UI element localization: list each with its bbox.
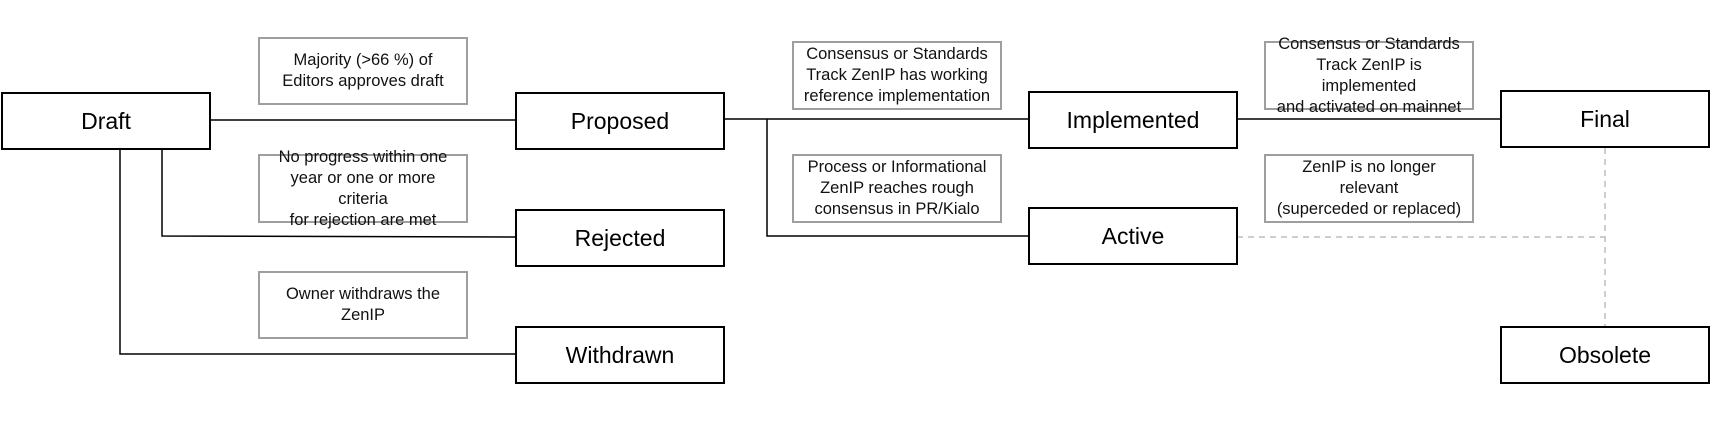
note-line: ZenIP is no longer relevant — [1302, 158, 1436, 197]
note-line: and activated on mainnet — [1276, 97, 1462, 116]
state-withdrawn: Withdrawn — [515, 326, 725, 384]
note-line: Editors approves draft — [282, 72, 444, 90]
note-line: (superceded or replaced) — [1276, 200, 1462, 218]
note-line: ZenIP — [340, 306, 386, 324]
state-active: Active — [1028, 207, 1238, 265]
connector-draft-withdrawn — [119, 149, 515, 355]
state-obsolete: Obsolete — [1500, 326, 1710, 384]
note-line: No progress within one — [278, 147, 448, 166]
note-line: Majority (>66 %) of — [293, 51, 433, 69]
note-line: Consensus or Standards — [1278, 34, 1460, 53]
note-draft-to-rejected: No progress within one year or one or mor… — [258, 148, 468, 229]
note-line: Track ZenIP has working — [806, 66, 988, 84]
state-proposed: Proposed — [515, 92, 725, 150]
note-line: ZenIP reaches rough — [820, 179, 974, 197]
state-rejected: Rejected — [515, 209, 725, 267]
note-line: Process or Informational — [807, 158, 987, 176]
note-line: year or one or more criteria — [290, 168, 436, 208]
connector-proposed-active — [766, 119, 1028, 237]
connector-draft-rejected — [161, 149, 516, 238]
state-implemented: Implemented — [1028, 91, 1238, 149]
note-draft-to-proposed: Majority (>66 %) of Editors approves draf… — [258, 37, 468, 105]
note-line: Consensus or Standards — [806, 45, 988, 63]
note-line: for rejection are met — [289, 210, 437, 229]
note-line: Track ZenIP is implemented — [1316, 55, 1422, 95]
state-draft: Draft — [1, 92, 211, 150]
note-to-obsolete: ZenIP is no longer relevant (superceded o… — [1264, 154, 1474, 223]
note-line: Owner withdraws the — [285, 285, 441, 303]
note-line: reference implementation — [803, 87, 991, 105]
note-line: consensus in PR/Kialo — [814, 200, 980, 218]
state-final: Final — [1500, 90, 1710, 148]
